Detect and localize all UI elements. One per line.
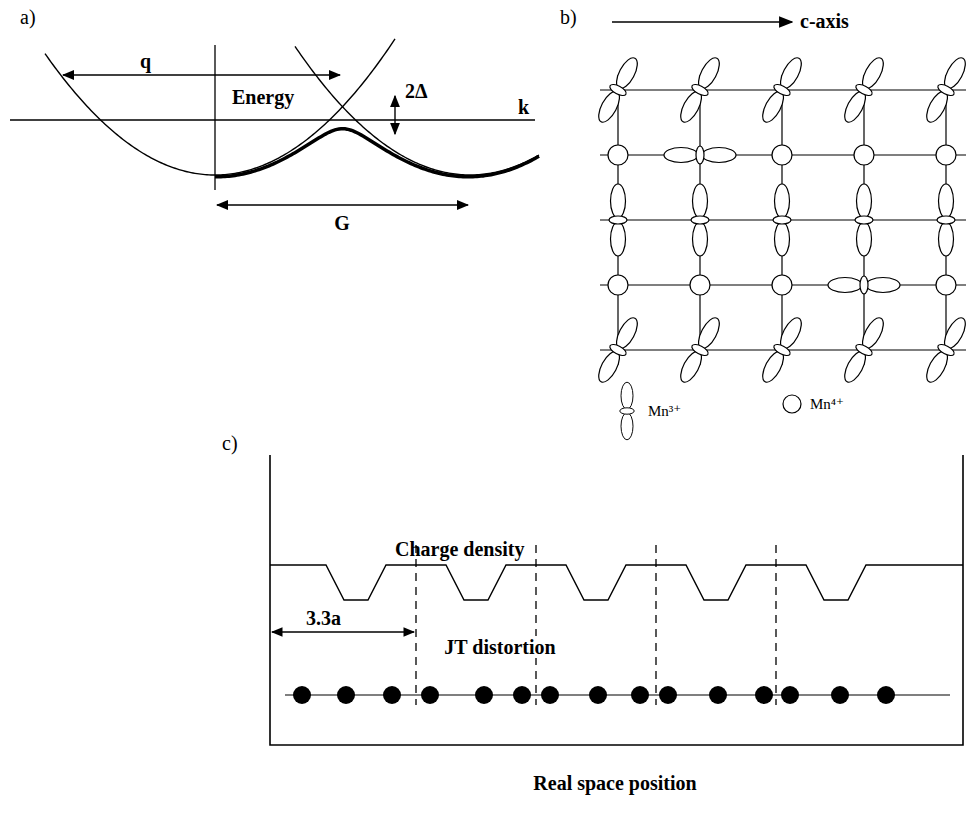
atom-dot xyxy=(659,686,677,704)
atom-dot xyxy=(541,686,559,704)
mn4-ion xyxy=(783,395,801,413)
atom-dot xyxy=(383,686,401,704)
chain-box xyxy=(270,455,963,745)
label: Charge density xyxy=(395,538,524,560)
atom-dot xyxy=(293,686,311,704)
label: JT distortion xyxy=(442,636,557,658)
label: Real space position xyxy=(533,772,696,794)
mn3-orbital xyxy=(921,54,966,126)
label: k xyxy=(518,96,529,118)
orbital-lattice xyxy=(593,22,966,386)
legend-text: Mn⁴⁺ xyxy=(810,395,844,413)
dashed-marker xyxy=(655,545,656,705)
mn3-orbital xyxy=(620,382,634,440)
q-arrow xyxy=(63,74,340,75)
mn3-orbital xyxy=(664,146,736,164)
dashed-marker xyxy=(535,545,536,705)
mn4-ion xyxy=(772,145,792,165)
atom-dot xyxy=(709,686,727,704)
mn4-swatch xyxy=(780,392,804,416)
label: c-axis xyxy=(800,10,849,32)
label: a) xyxy=(20,6,36,28)
charge-density-curve xyxy=(270,565,963,600)
mn3-orbital xyxy=(593,54,643,126)
dashed-marker xyxy=(415,545,416,705)
mn3-orbital xyxy=(691,184,709,256)
energy-axis xyxy=(214,45,215,190)
g-arrow xyxy=(217,204,468,205)
atom-dot xyxy=(337,686,355,704)
mn3-orbital xyxy=(921,314,966,386)
atom-dot xyxy=(877,686,895,704)
atom-dot xyxy=(831,686,849,704)
mn3-orbital xyxy=(839,54,889,126)
label: c) xyxy=(222,432,238,454)
atom-dot xyxy=(781,686,799,704)
gap-arrow xyxy=(394,96,395,134)
mn4-ion xyxy=(936,275,956,295)
mn4-ion xyxy=(690,275,710,295)
legend-item: Mn⁴⁺ xyxy=(780,392,844,416)
label: 3.3a xyxy=(306,607,341,629)
legend-text: Mn³⁺ xyxy=(648,402,681,420)
label: b) xyxy=(560,6,577,28)
mn3-orbital xyxy=(828,276,900,294)
mn3-orbital xyxy=(757,54,807,126)
mn4-ion xyxy=(772,275,792,295)
mn3-orbital xyxy=(773,184,791,256)
mn3-orbital xyxy=(757,314,807,386)
period-arrow xyxy=(272,631,414,632)
mn3-orbital xyxy=(675,54,725,126)
label: 2Δ xyxy=(405,80,428,102)
shifted-parabola xyxy=(295,46,539,175)
label: G xyxy=(334,212,350,234)
mn4-ion xyxy=(608,275,628,295)
label: q xyxy=(140,50,151,72)
mn3-orbital xyxy=(937,184,955,256)
legend-item: Mn³⁺ xyxy=(612,380,681,442)
mn3-orbital xyxy=(593,314,643,386)
atom-dot xyxy=(631,686,649,704)
dashed-marker xyxy=(775,545,776,705)
k-axis xyxy=(10,119,535,120)
mn4-ion xyxy=(936,145,956,165)
band-diagram xyxy=(10,39,539,205)
mn3-orbital xyxy=(839,314,889,386)
label: Energy xyxy=(232,86,294,108)
atom-dot xyxy=(475,686,493,704)
mn3-swatch xyxy=(612,380,642,442)
charge-density-panel xyxy=(270,455,963,745)
atom-dot xyxy=(421,686,439,704)
c-axis-arrow xyxy=(612,21,792,23)
mn3-orbital xyxy=(609,184,627,256)
gapped-band xyxy=(215,129,539,177)
atom-dot xyxy=(755,686,773,704)
mn4-ion xyxy=(854,145,874,165)
mn3-orbital xyxy=(855,184,873,256)
mn3-orbital xyxy=(675,314,725,386)
mn4-ion xyxy=(608,145,628,165)
atom-dot xyxy=(513,686,531,704)
atom-dot xyxy=(589,686,607,704)
